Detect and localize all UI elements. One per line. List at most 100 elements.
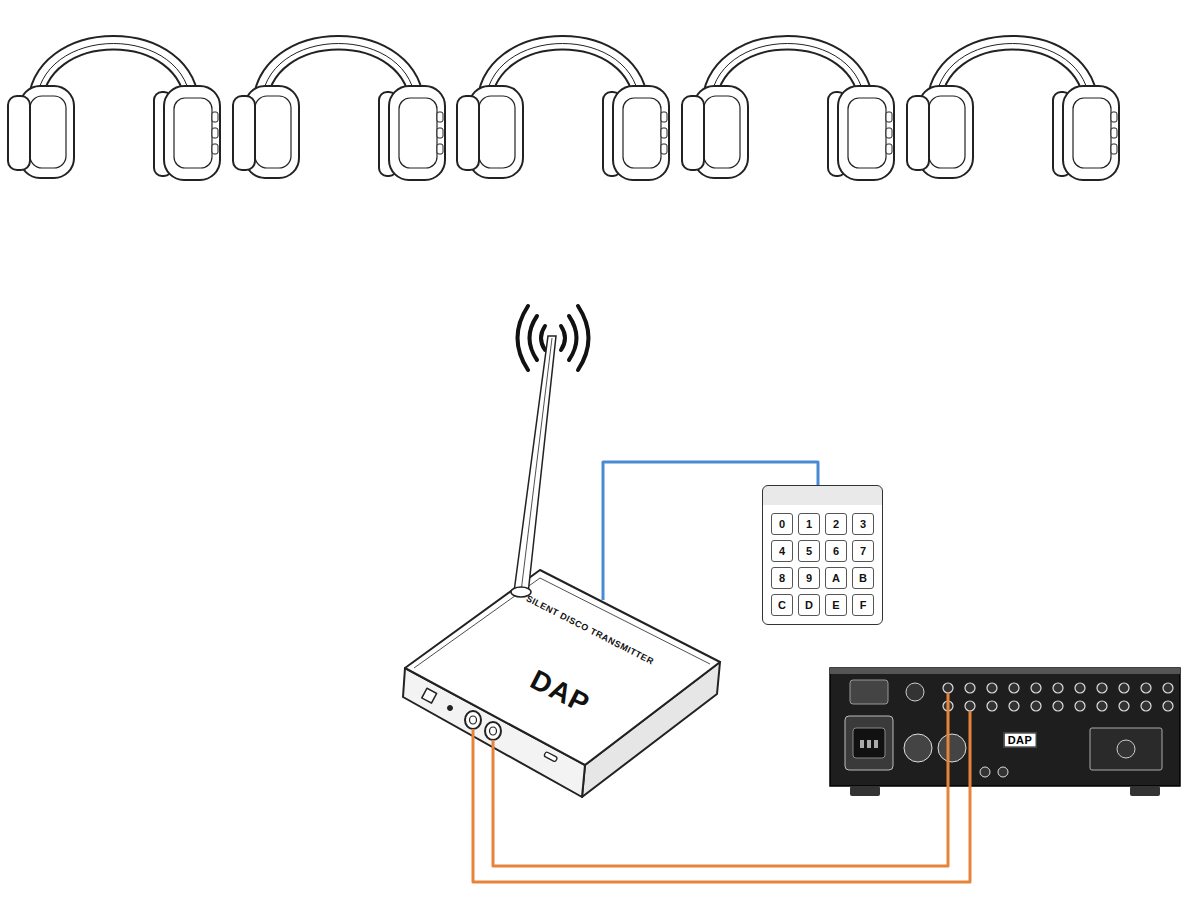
transmitter-body <box>544 752 558 763</box>
keypad-key: D <box>798 594 820 616</box>
transmitter-body <box>485 722 501 740</box>
mixer-body <box>1117 740 1135 758</box>
transmitter-body <box>403 570 720 797</box>
transmitter-body <box>448 706 453 711</box>
headphones <box>457 36 669 180</box>
rca-jacks <box>1053 701 1063 711</box>
rca-jacks <box>943 683 1173 711</box>
transmitter-box: SILENT DISCO TRANSMITTERDAP <box>400 600 720 805</box>
cable <box>493 786 948 866</box>
cable-plug <box>472 729 475 805</box>
rca-jacks <box>1097 683 1107 693</box>
mixer-body <box>998 767 1008 777</box>
rca-jacks <box>1053 683 1063 693</box>
transmitter-body <box>414 578 710 668</box>
rca-jacks <box>965 683 975 693</box>
keypad-key: B <box>852 567 874 589</box>
mixer-body <box>867 740 871 748</box>
rca-jacks <box>1163 701 1173 711</box>
cable-plug <box>948 693 970 786</box>
radio-waves <box>569 316 577 360</box>
rca-jacks <box>1009 701 1019 711</box>
headphones <box>233 36 445 180</box>
mixer-body <box>938 734 966 762</box>
rca-jacks <box>1031 683 1041 693</box>
transmitter-body <box>405 570 720 765</box>
keypad-key: 6 <box>825 540 847 562</box>
rca-jacks <box>1141 701 1151 711</box>
antenna <box>511 336 556 597</box>
rca-jacks <box>1163 683 1173 693</box>
mixer-body <box>874 740 878 748</box>
keypad-key: 0 <box>771 513 793 535</box>
keypad-key: 2 <box>825 513 847 535</box>
brand-logo: DAP <box>525 664 595 721</box>
rca-jacks <box>1009 683 1019 693</box>
antenna <box>514 336 556 594</box>
radio-waves <box>561 326 565 350</box>
rca-jacks <box>1075 683 1085 693</box>
antenna <box>521 338 552 592</box>
keypad-key: E <box>825 594 847 616</box>
rca-jacks <box>987 701 997 711</box>
rca-jacks <box>943 683 953 693</box>
keypad-key: F <box>852 594 874 616</box>
mixer-body <box>830 668 1180 786</box>
keypad-key: 8 <box>771 567 793 589</box>
rca-jacks <box>965 701 975 711</box>
rca-jacks <box>1119 683 1129 693</box>
cable-plug <box>947 693 950 786</box>
radio-waves <box>541 326 545 350</box>
keypad-key: A <box>825 567 847 589</box>
headphones <box>8 36 220 180</box>
mixer-body <box>830 668 1180 796</box>
transmitter-body <box>465 711 481 729</box>
mixer-body <box>845 716 893 770</box>
headphones <box>682 36 894 180</box>
rca-jacks <box>1141 683 1151 693</box>
radio-waves <box>578 306 589 370</box>
keypad-key: 9 <box>798 567 820 589</box>
mixer-body <box>906 683 924 701</box>
rca-jacks <box>1119 701 1129 711</box>
cable <box>603 462 818 600</box>
rca-jacks <box>1097 701 1107 711</box>
mixer-body <box>830 668 1180 674</box>
mixer-body <box>1090 728 1162 770</box>
transmitter-body <box>470 716 477 724</box>
brand-logo: DAP <box>1004 733 1037 748</box>
cable <box>473 786 970 882</box>
keypad-key: 1 <box>798 513 820 535</box>
mixer-body <box>1130 786 1160 796</box>
headphones <box>907 36 1119 180</box>
mixer-body <box>980 767 990 777</box>
radio-waves <box>530 316 538 360</box>
mixer-box: DAP <box>830 668 1180 786</box>
keypad-key: 3 <box>852 513 874 535</box>
cable-plug <box>492 740 495 805</box>
mixer-body <box>860 740 864 748</box>
rca-jacks <box>987 683 997 693</box>
mixer-body <box>853 728 885 758</box>
transmitter-body <box>490 727 497 735</box>
connector-group <box>473 462 970 882</box>
device-label: SILENT DISCO TRANSMITTER <box>524 593 655 666</box>
transmitter-body <box>422 688 437 703</box>
mixer-body <box>904 734 932 762</box>
cable-plug <box>473 729 493 805</box>
cable-plug <box>969 711 972 786</box>
rca-jacks <box>1031 701 1041 711</box>
rca-jacks <box>1075 701 1085 711</box>
keypad-box: 0123 4567 89AB CDEF <box>762 485 883 625</box>
mixer-body <box>850 680 888 704</box>
keypad-key: 5 <box>798 540 820 562</box>
keypad-key: 4 <box>771 540 793 562</box>
mixer-body <box>850 786 880 796</box>
radio-waves <box>518 306 529 370</box>
headphones <box>8 36 1119 180</box>
keypad-key: 7 <box>852 540 874 562</box>
keypad-key: C <box>771 594 793 616</box>
